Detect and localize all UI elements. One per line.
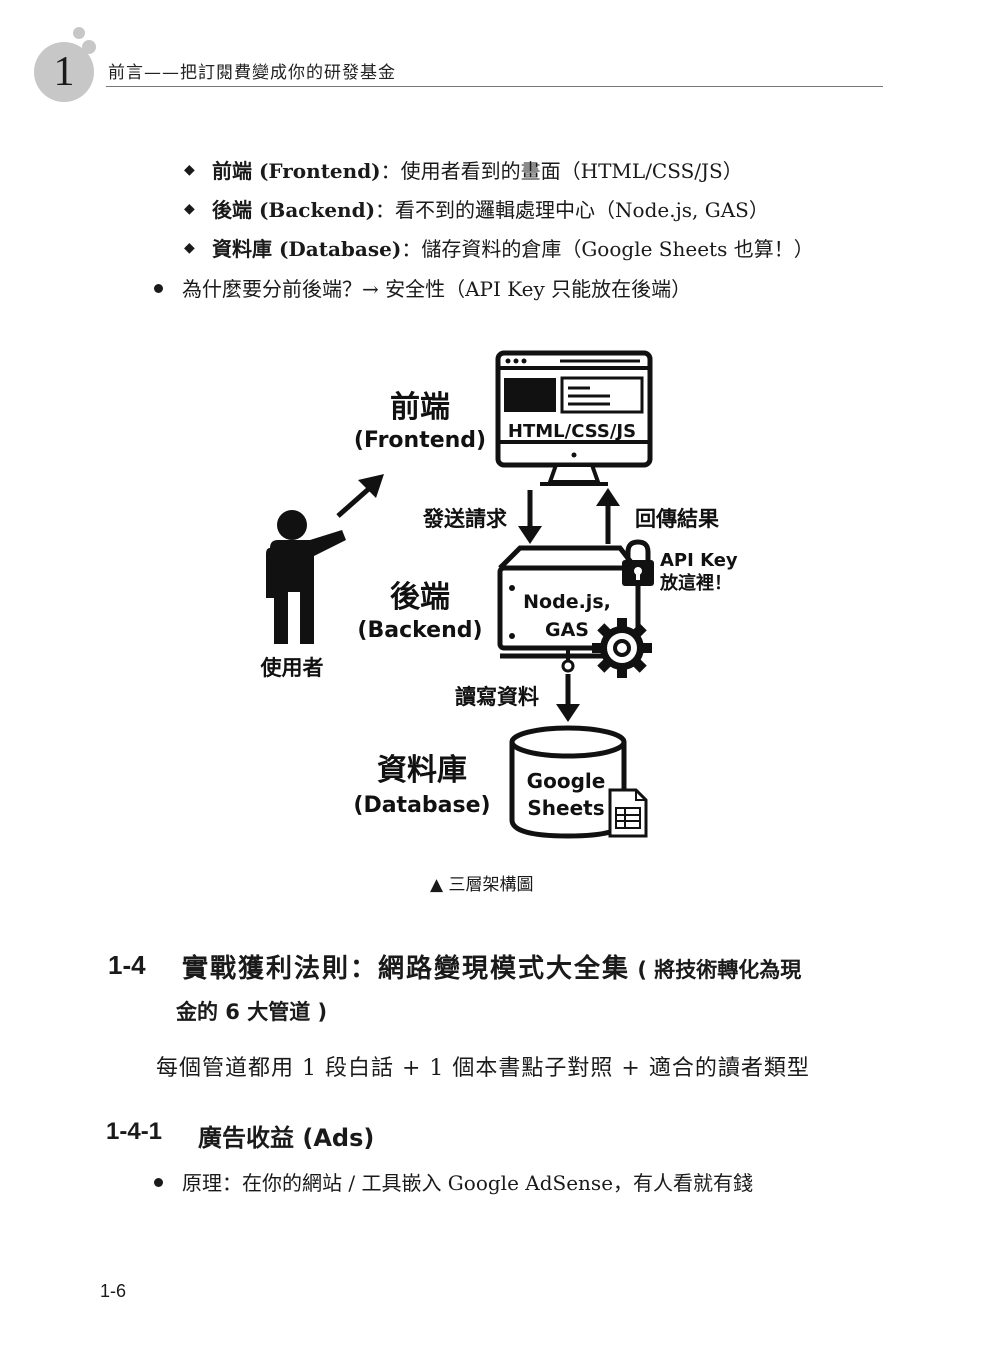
frontend-zh-label: 前端 [390,390,450,425]
round-bullet-icon [154,284,163,293]
list-item-why: 為什麼要分前後端？→ 安全性（API Key 只能放在後端） [182,277,692,301]
api-key-line1: API Key [660,550,738,571]
subsection-number: 1-4-1 [106,1118,163,1145]
send-request-label: 發送請求 [422,507,507,531]
backend-tech-line1: Node.js, [523,591,611,613]
chapter-number: 1 [53,49,75,95]
api-key-line2: 放這裡！ [659,572,732,594]
user-figure-icon [266,510,346,644]
diamond-bullet-icon: ◆ [184,201,195,217]
return-result-label: 回傳結果 [635,507,719,531]
database-tech-line2: Sheets [527,796,604,820]
section-title-main: 實戰獲利法則：網路變現模式大全集 [182,954,631,984]
diamond-bullet-icon: ◆ [184,162,195,178]
section-number: 1-4 [108,950,146,980]
decorative-dot [73,27,85,39]
figure-caption: ▲ 三層架構圖 [430,875,534,895]
section-title: 實戰獲利法則：網路變現模式大全集 ( 將技術轉化為現 [182,948,801,985]
list-item-term: 前端 (Frontend) [212,159,381,183]
subsection-title: 廣告收益 (Ads) [198,1124,375,1152]
chapter-title: 前言——把訂閱費變成你的研發基金 [108,63,396,83]
diamond-bullet-icon: ◆ [184,240,195,256]
backend-tech-line2: GAS [545,619,589,641]
gear-icon [592,618,652,678]
database-tech-line1: Google [527,769,606,793]
list-item-desc: ：看不到的邏輯處理中心（Node.js, GAS） [375,198,769,222]
database-zh-label: 資料庫 [377,753,467,788]
user-label: 使用者 [260,656,324,680]
round-bullet-icon [154,1178,163,1187]
list-item-principle: 原理：在你的網站 / 工具嵌入 Google AdSense，有人看就有錢 [182,1171,754,1195]
intro-paragraph: 每個管道都用 1 段白話 + 1 個本書點子對照 + 適合的讀者類型 [156,1056,810,1081]
section-title-sub: ( 將技術轉化為現 [630,958,802,982]
list-item-term: 資料庫 (Database) [212,237,402,261]
database-en-label: (Database) [353,793,490,818]
backend-en-label: (Backend) [357,618,482,643]
diagonal-arrow-icon [336,474,384,518]
down-arrow-icon [556,674,580,722]
list-item-backend: 後端 (Backend)：看不到的邏輯處理中心（Node.js, GAS） [212,198,769,222]
chapter-number-badge: 1 [34,42,94,102]
three-tier-diagram: 前端 (Frontend) HTML/CSS/JS 使用者 發送請求 [260,350,738,839]
down-arrow-icon [518,490,542,544]
header-rule [106,86,883,87]
database-cylinder-icon [509,725,627,839]
spreadsheet-icon [608,788,648,838]
list-item-desc: ：儲存資料的倉庫（Google Sheets 也算！） [401,237,814,261]
backend-zh-label: 後端 [390,580,450,615]
section-title-sub-continued: 金的 6 大管道 ) [176,1000,328,1024]
list-item-database: 資料庫 (Database)：儲存資料的倉庫（Google Sheets 也算！… [212,237,814,261]
monitor-icon [495,350,653,486]
list-item-term: 後端 (Backend) [212,198,376,222]
list-item-frontend: 前端 (Frontend)：使用者看到的畫面（HTML/CSS/JS） [212,159,743,183]
frontend-tech-label: HTML/CSS/JS [508,421,636,442]
read-write-label: 讀寫資料 [455,685,539,709]
frontend-en-label: (Frontend) [354,428,486,453]
page-number: 1-6 [100,1281,127,1301]
up-arrow-icon [596,488,620,544]
lock-icon [622,539,654,586]
list-item-desc: ：使用者看到的畫面（HTML/CSS/JS） [380,159,743,183]
